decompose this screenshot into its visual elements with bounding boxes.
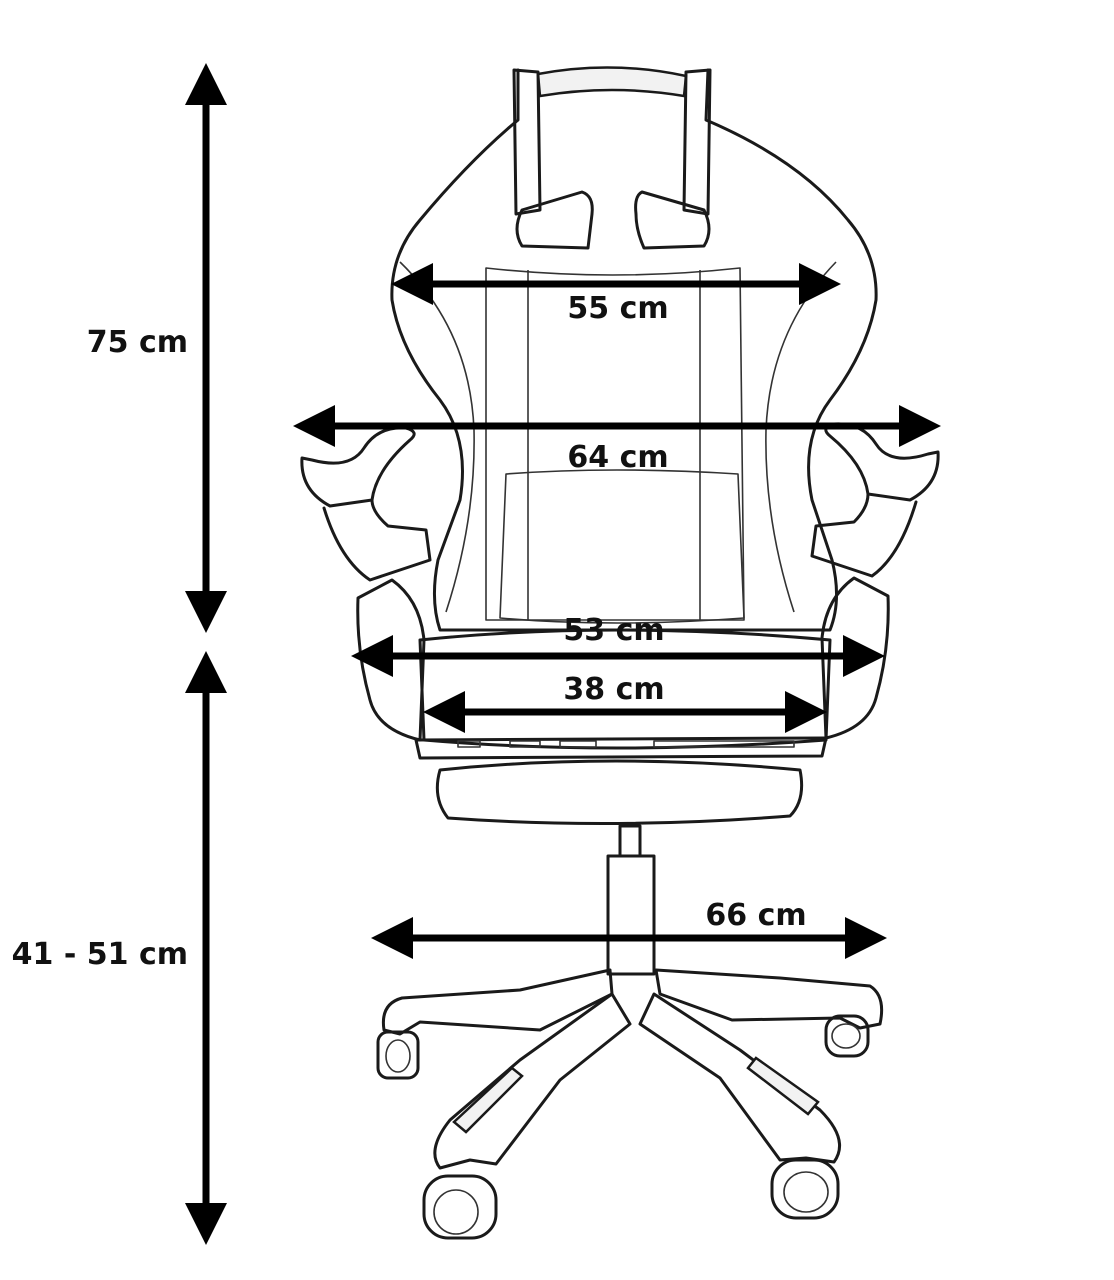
base-arm-accent-left [452, 1066, 524, 1134]
chair-illustration [300, 66, 940, 1240]
headrest-cushion [536, 66, 688, 98]
armrest-right [824, 422, 940, 502]
seat-rail-slot-4 [653, 740, 795, 748]
label-height-seat: 41 - 51 cm [12, 937, 188, 972]
base-arm-accent-right [746, 1056, 820, 1116]
dimension-labels: 75 cm 41 - 51 cm 55 cm 64 cm 53 cm 38 cm… [12, 291, 807, 972]
gas-lift-top [618, 824, 642, 858]
headrest-strap-left [512, 68, 542, 216]
backrest-shell [390, 68, 878, 632]
label-height-back: 75 cm [87, 325, 188, 360]
seat-rail-slot-2 [509, 740, 541, 748]
caster-back-right [824, 1014, 870, 1058]
label-seat-width: 53 cm [563, 613, 664, 648]
armrest-right-support [810, 492, 918, 578]
footrest-cushion [435, 759, 804, 826]
base-arm-right-front [638, 992, 842, 1164]
caster-front-left [422, 1174, 498, 1240]
base-arm-right-back [654, 968, 884, 1030]
gas-lift-cylinder [606, 854, 656, 976]
caster-back-left [376, 1030, 420, 1080]
caster-front-right [770, 1158, 840, 1220]
armrest-left-support [322, 498, 432, 582]
seat-side-right [820, 576, 890, 740]
headrest-strap-right [682, 68, 712, 216]
label-armrest-width: 64 cm [567, 440, 668, 475]
shoulder-hole-right [634, 190, 711, 250]
label-backrest-width: 55 cm [567, 291, 668, 326]
armrest-left [300, 426, 416, 508]
dimension-arrows [185, 62, 941, 1245]
base-arm-left-back [381, 968, 614, 1036]
seat-rail-slot-3 [559, 740, 597, 748]
base-arm-left-front [433, 992, 632, 1170]
lumbar-pillow [499, 469, 745, 624]
label-seat-depth: 38 cm [563, 672, 664, 707]
seat-front-rail [414, 736, 828, 760]
label-base-width: 66 cm [705, 898, 806, 933]
shoulder-hole-left [515, 190, 594, 250]
seat-side-left [356, 578, 426, 742]
seat-rail-slot-1 [457, 740, 481, 748]
